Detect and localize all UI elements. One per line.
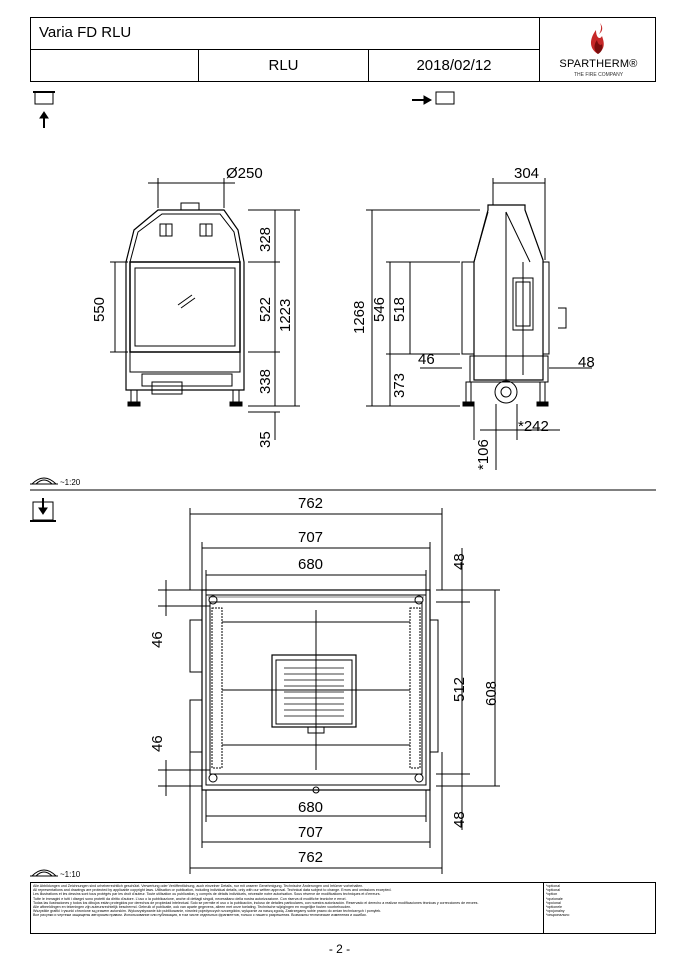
disclaimer-line-fr: Les illustrations et les dessins sont to… [33,892,381,897]
disclaimer-line-pl: Wszystkie grafiki i rysunki chronione są… [33,909,382,914]
title-block-empty-cell [31,50,199,82]
disclaimer-separator [543,883,544,933]
optional-en: *optional [546,888,560,893]
front-dim-338: 338 [257,368,274,394]
disclaimer-line-it: Tutte le immagini e tutti i disegni sono… [33,896,347,901]
disclaimer-line-es: Todas las ilustraciones y todos los dibu… [33,900,479,905]
side-view-symbol-icon [412,91,455,105]
optional-pl: *opcjonalny [546,909,565,914]
optional-es: *opcional [546,900,561,905]
disclaimer-text: Alle Abbildungen und Zeichnungen sind ur… [33,884,541,934]
front-view-symbol-icon [33,91,55,128]
front-dim-1223: 1223 [277,298,294,332]
front-dim-550: 550 [91,296,108,322]
top-dim-512: 512 [451,676,468,702]
top-dim-46-upper: 46 [149,631,166,648]
side-dim-46: 46 [418,351,435,368]
side-dim-373: 373 [391,372,408,398]
optional-nl: *optionele [546,905,562,910]
revision-date: 2018/02/12 [416,57,492,74]
optional-fr: *option [546,892,558,897]
optional-legend: *optional *optional *option *opzionale *… [546,884,651,934]
side-dim-546: 546 [371,296,388,322]
page-number: - 2 - [328,942,351,956]
front-dim-522: 522 [257,296,274,322]
top-dim-46-lower: 46 [149,735,166,752]
scale-label-top: ~1:20 [60,478,81,487]
side-dim-48: 48 [578,354,595,371]
optional-ru: *опционально [546,913,570,918]
scale-label-bottom: ~1:10 [60,870,81,879]
top-view [158,508,500,874]
side-dim-1268: 1268 [351,300,368,334]
top-dim-608: 608 [483,680,500,706]
top-dim-707: 707 [298,529,324,546]
front-dim-35: 35 [257,431,274,448]
side-view [366,178,592,470]
top-view-symbol-icon [30,498,56,522]
legal-disclaimer: Alle Abbildungen und Zeichnungen sind ur… [30,882,656,934]
side-dim-304: 304 [514,165,540,182]
brand-name: SPARTHERM® [559,58,638,70]
bottom-dim-680: 680 [298,799,324,816]
disclaimer-line-en: All representations and drawings are pro… [33,888,392,893]
front-flue-diameter: Ø250 [226,165,263,182]
optional-de: *optional [546,884,560,888]
drawing-title: Varia FD RLU [31,18,539,50]
disclaimer-line-de: Alle Abbildungen und Zeichnungen sind ur… [33,884,364,888]
bottom-dim-707: 707 [298,824,324,841]
bottom-dim-762: 762 [298,849,324,866]
top-dim-48-bottom: 48 [451,811,468,828]
disclaimer-line-ru: Все рисунки и чертежи защищены авторским… [33,913,367,918]
scale-icon-bottom [30,869,58,877]
title-block: Varia FD RLU RLU 2018/02/12 SPARTHERM® T… [30,17,656,82]
top-dim-680: 680 [298,556,324,573]
side-dim-518: 518 [391,296,408,322]
top-dim-762: 762 [298,495,324,512]
side-dim-242: *242 [518,418,549,435]
front-view [110,178,300,440]
brand-tagline: THE FIRE COMPANY [573,72,624,78]
top-dim-48-right: 48 [451,553,468,570]
scale-icon-top [30,477,58,485]
disclaimer-line-nl: Alle afbeeldingen en tekeningen zijn aut… [33,905,352,910]
variant-label: RLU [199,50,369,82]
front-dim-328: 328 [257,226,274,252]
side-dim-106: *106 [475,439,492,470]
optional-it: *opzionale [546,896,563,901]
flame-icon [591,23,604,54]
brand-logo: SPARTHERM® THE FIRE COMPANY [539,18,656,82]
